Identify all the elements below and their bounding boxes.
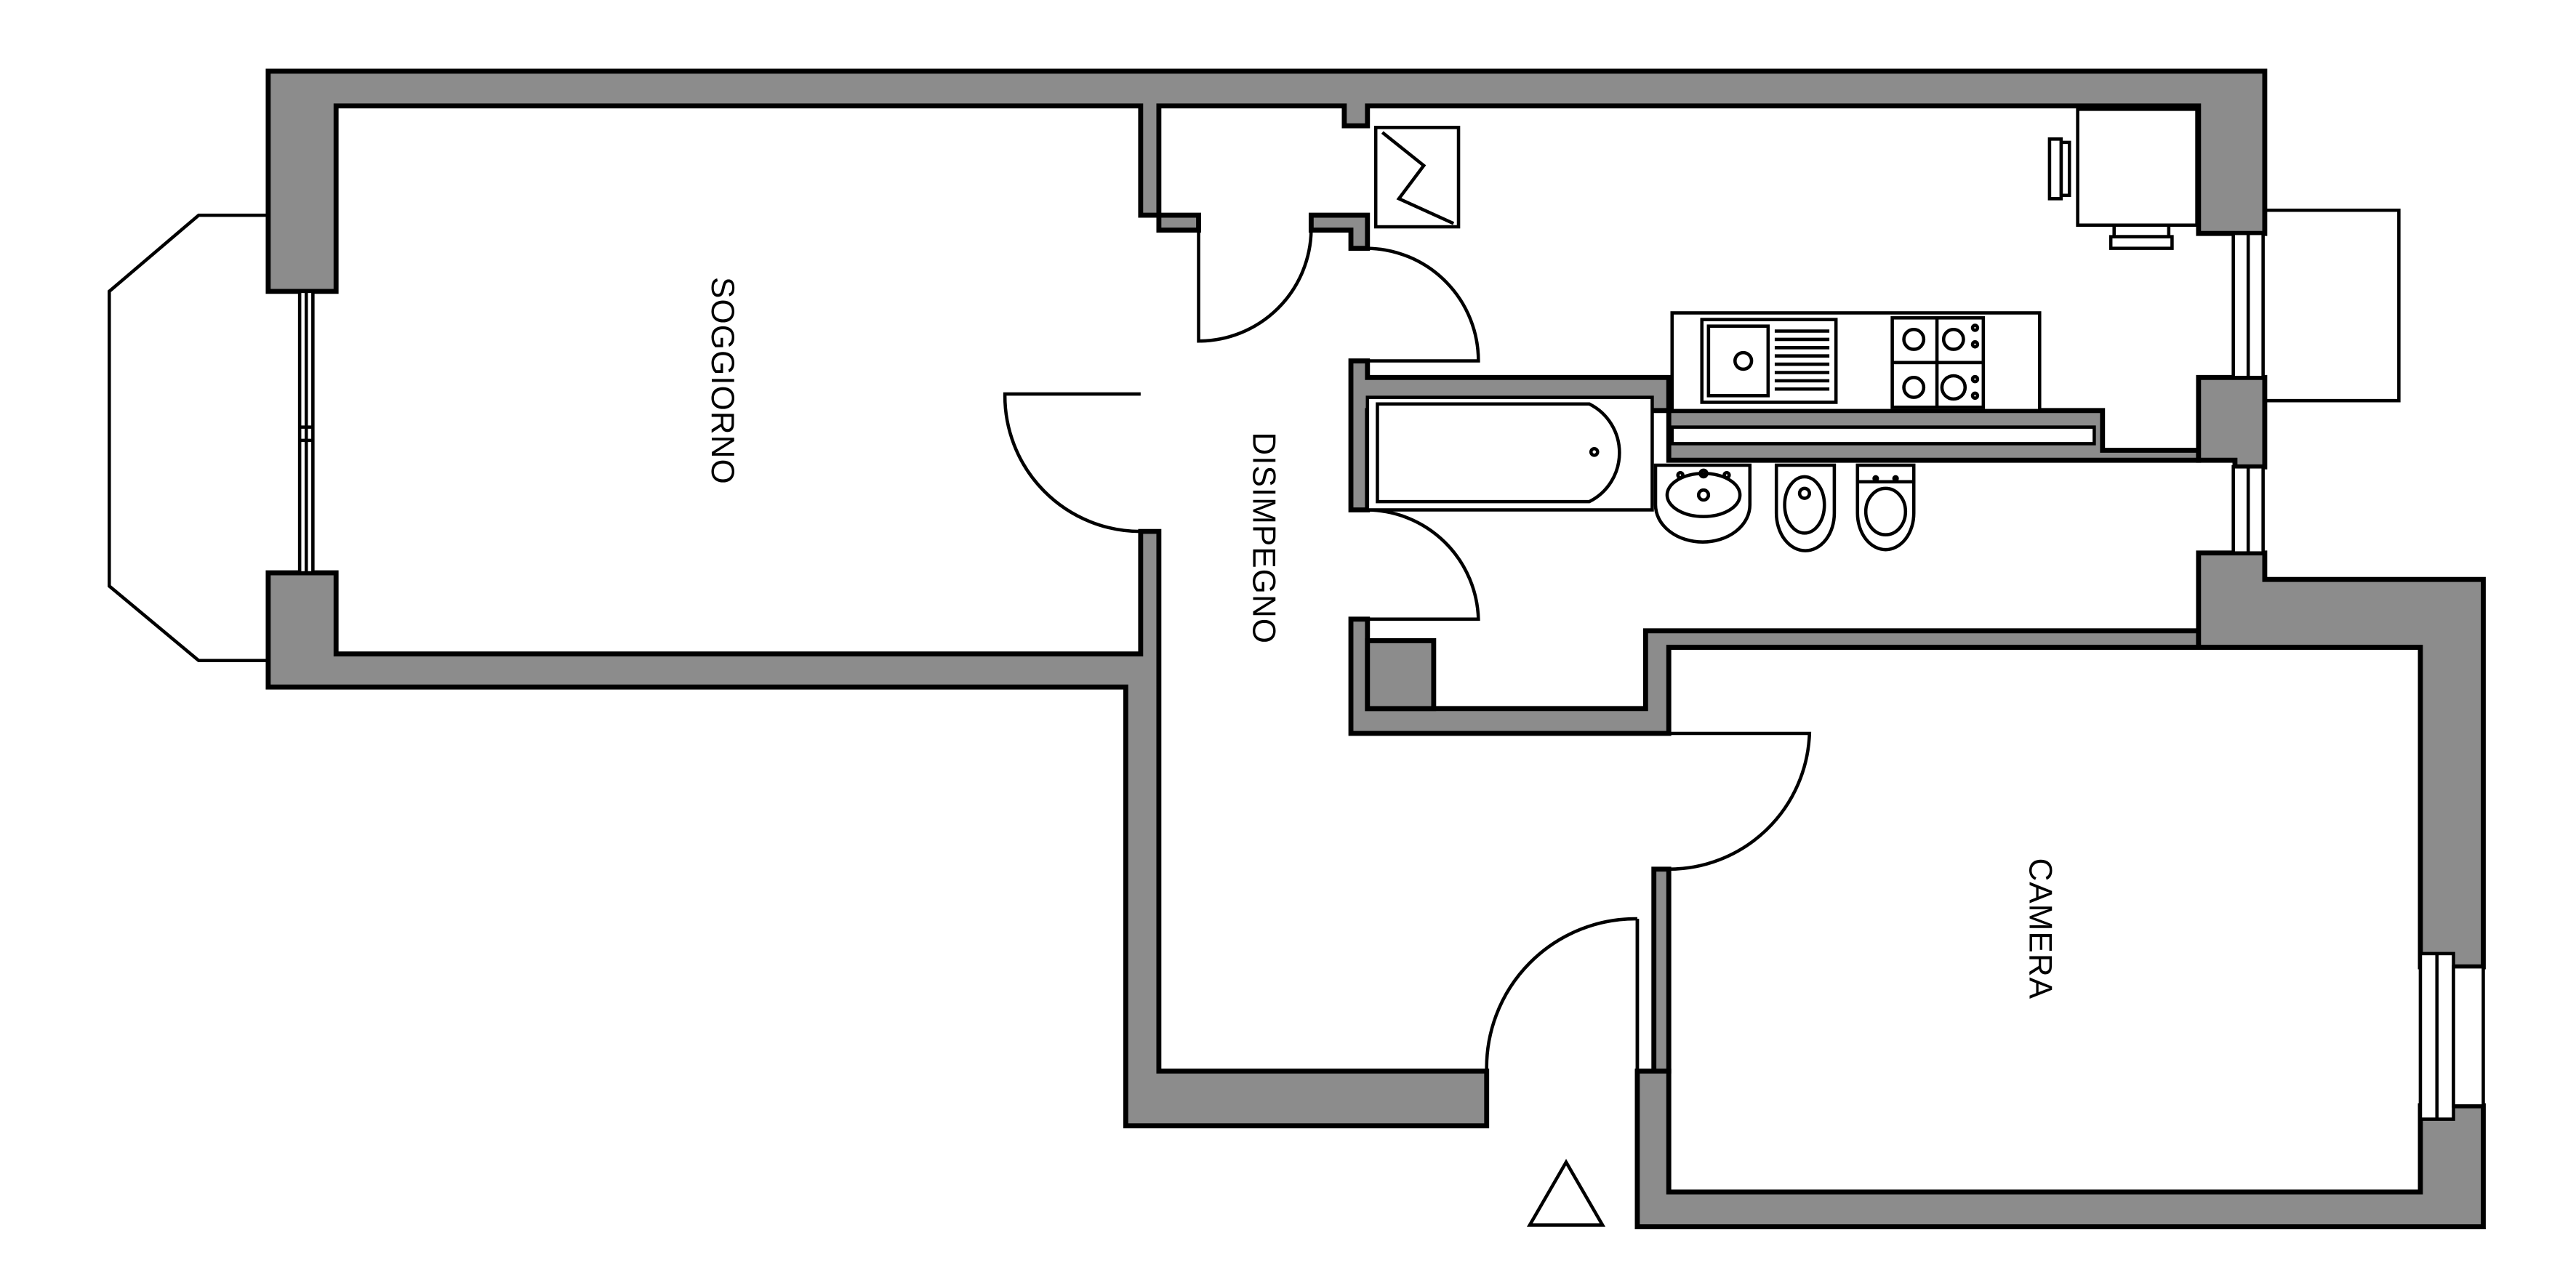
sink-drainer bbox=[1774, 329, 1830, 391]
washbasin bbox=[1653, 463, 1752, 544]
doors bbox=[1003, 230, 1812, 1071]
door-kitchen bbox=[1367, 246, 1480, 363]
dining-table bbox=[2047, 108, 2199, 250]
wall-kitchen-right bbox=[2196, 374, 2268, 470]
boiler bbox=[1373, 126, 1461, 229]
kitchen-sink bbox=[1700, 318, 1838, 404]
cooktop bbox=[1890, 316, 1986, 409]
wall-corridor-stub bbox=[1156, 212, 1201, 233]
bay-window bbox=[108, 213, 268, 663]
room-label-disimpegno: DISIMPEGNO bbox=[1245, 432, 1281, 644]
wall-living-bottom bbox=[265, 528, 1490, 1129]
wall-bedroom-left bbox=[1651, 866, 1672, 1074]
door-bath bbox=[1367, 508, 1480, 621]
wall-stub-2 bbox=[1308, 212, 1371, 251]
bidet bbox=[1774, 463, 1837, 552]
room-label-soggiorno: SOGGIORNO bbox=[705, 277, 740, 485]
room-label-camera: CAMERA bbox=[2022, 858, 2058, 999]
wall-bedroom-bottom bbox=[1634, 1068, 2486, 1230]
wall-top bbox=[265, 68, 2268, 294]
toilet bbox=[1855, 463, 1916, 552]
bathtub bbox=[1365, 395, 1654, 512]
wall-bedroom bbox=[2196, 550, 2486, 970]
door-living bbox=[1003, 392, 1141, 534]
door-bedroom bbox=[1669, 731, 1812, 872]
door-closet bbox=[1197, 230, 1313, 343]
windows bbox=[108, 208, 2485, 1121]
wall-utility bbox=[1348, 616, 2202, 736]
door-entry bbox=[1485, 917, 1640, 1071]
entrance-marker bbox=[1526, 1159, 1606, 1227]
utility-pillar bbox=[1365, 638, 1437, 712]
balcony bbox=[2264, 208, 2401, 403]
fixtures bbox=[1365, 108, 2199, 1227]
